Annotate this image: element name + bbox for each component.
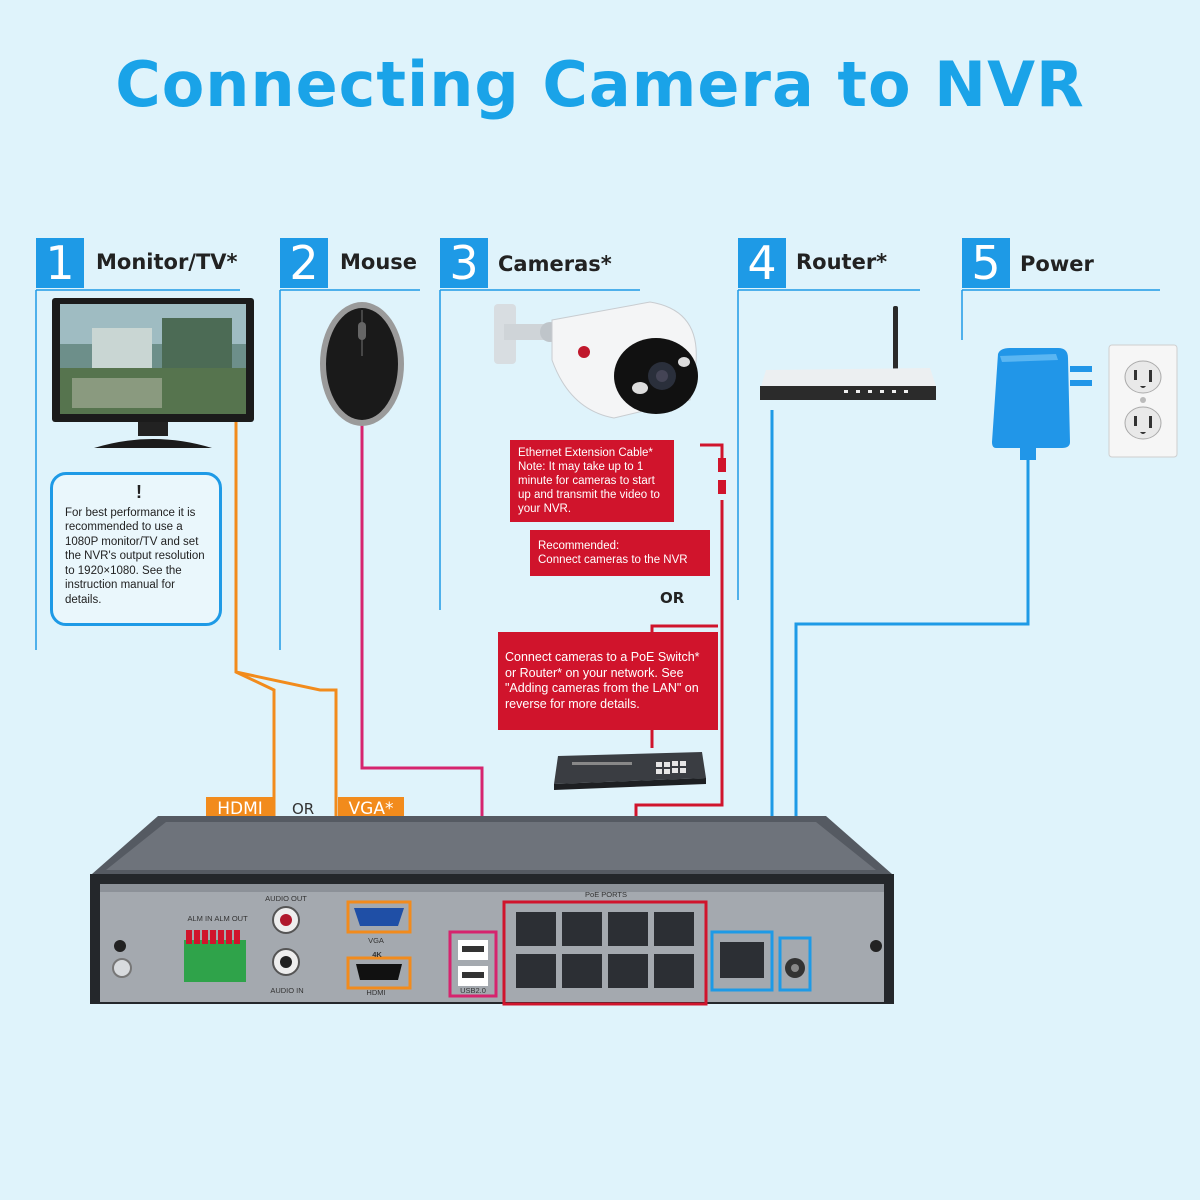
video-or-label: OR bbox=[292, 800, 315, 818]
cable-connector bbox=[718, 480, 726, 494]
vga-port-label: VGA bbox=[368, 936, 384, 945]
extension-cable-callout: Ethernet Extension Cable* Note: It may t… bbox=[510, 440, 674, 522]
hdmi-port-label: HDMI bbox=[366, 988, 386, 997]
usb-label: USB2.0 bbox=[460, 986, 486, 995]
poe-switch-callout: Connect cameras to a PoE Switch* or Rout… bbox=[498, 632, 718, 730]
router-icon bbox=[760, 306, 936, 400]
mouse-icon bbox=[320, 302, 404, 426]
poe-switch-icon bbox=[554, 752, 706, 790]
camera-icon bbox=[494, 301, 698, 419]
step-label-router: Router* bbox=[796, 250, 888, 274]
monitor-icon bbox=[52, 298, 254, 448]
wall-outlet-icon bbox=[1108, 344, 1178, 458]
recommended-title: Recommended: bbox=[538, 540, 620, 552]
audio-out-label: AUDIO OUT bbox=[265, 894, 307, 903]
step-label-power: Power bbox=[1020, 252, 1094, 276]
step-number-2: 2 bbox=[280, 238, 328, 288]
step-number-3: 3 bbox=[440, 238, 488, 288]
alm-out-label: ALM OUT bbox=[214, 914, 248, 923]
step-number-1: 1 bbox=[36, 238, 84, 288]
step-label-monitor: Monitor/TV* bbox=[96, 250, 238, 274]
power-adapter-icon bbox=[992, 348, 1092, 460]
or-separator: OR bbox=[660, 589, 685, 607]
step-number-4: 4 bbox=[738, 238, 786, 288]
page-title: Connecting Camera to NVR bbox=[115, 48, 1085, 121]
recommended-text: Connect cameras to the NVR bbox=[538, 554, 688, 566]
extension-cable-title: Ethernet Extension Cable* bbox=[518, 447, 653, 459]
cable-connector bbox=[718, 458, 726, 472]
nvr-device-icon bbox=[90, 816, 894, 1006]
vga-tag: VGA* bbox=[338, 797, 404, 821]
ground-icon bbox=[112, 958, 132, 978]
audio-in-label: AUDIO IN bbox=[270, 986, 304, 995]
note-text: For best performance it is recommended t… bbox=[65, 506, 205, 606]
monitor-note: ! For best performance it is recommended… bbox=[50, 472, 222, 626]
warning-icon: ! bbox=[136, 482, 142, 502]
step-label-cameras: Cameras* bbox=[498, 252, 612, 276]
step-number-5: 5 bbox=[962, 238, 1010, 288]
alm-in-label: ALM IN bbox=[187, 914, 213, 923]
step-label-mouse: Mouse bbox=[340, 250, 418, 274]
poe-ports-label: PoE PORTS bbox=[585, 890, 627, 899]
power-cable bbox=[794, 450, 1030, 938]
4k-label: 4K bbox=[372, 950, 382, 959]
recommended-callout: Recommended: Connect cameras to the NVR bbox=[530, 530, 710, 576]
extension-cable-note: Note: It may take up to 1 minute for cam… bbox=[518, 461, 660, 515]
